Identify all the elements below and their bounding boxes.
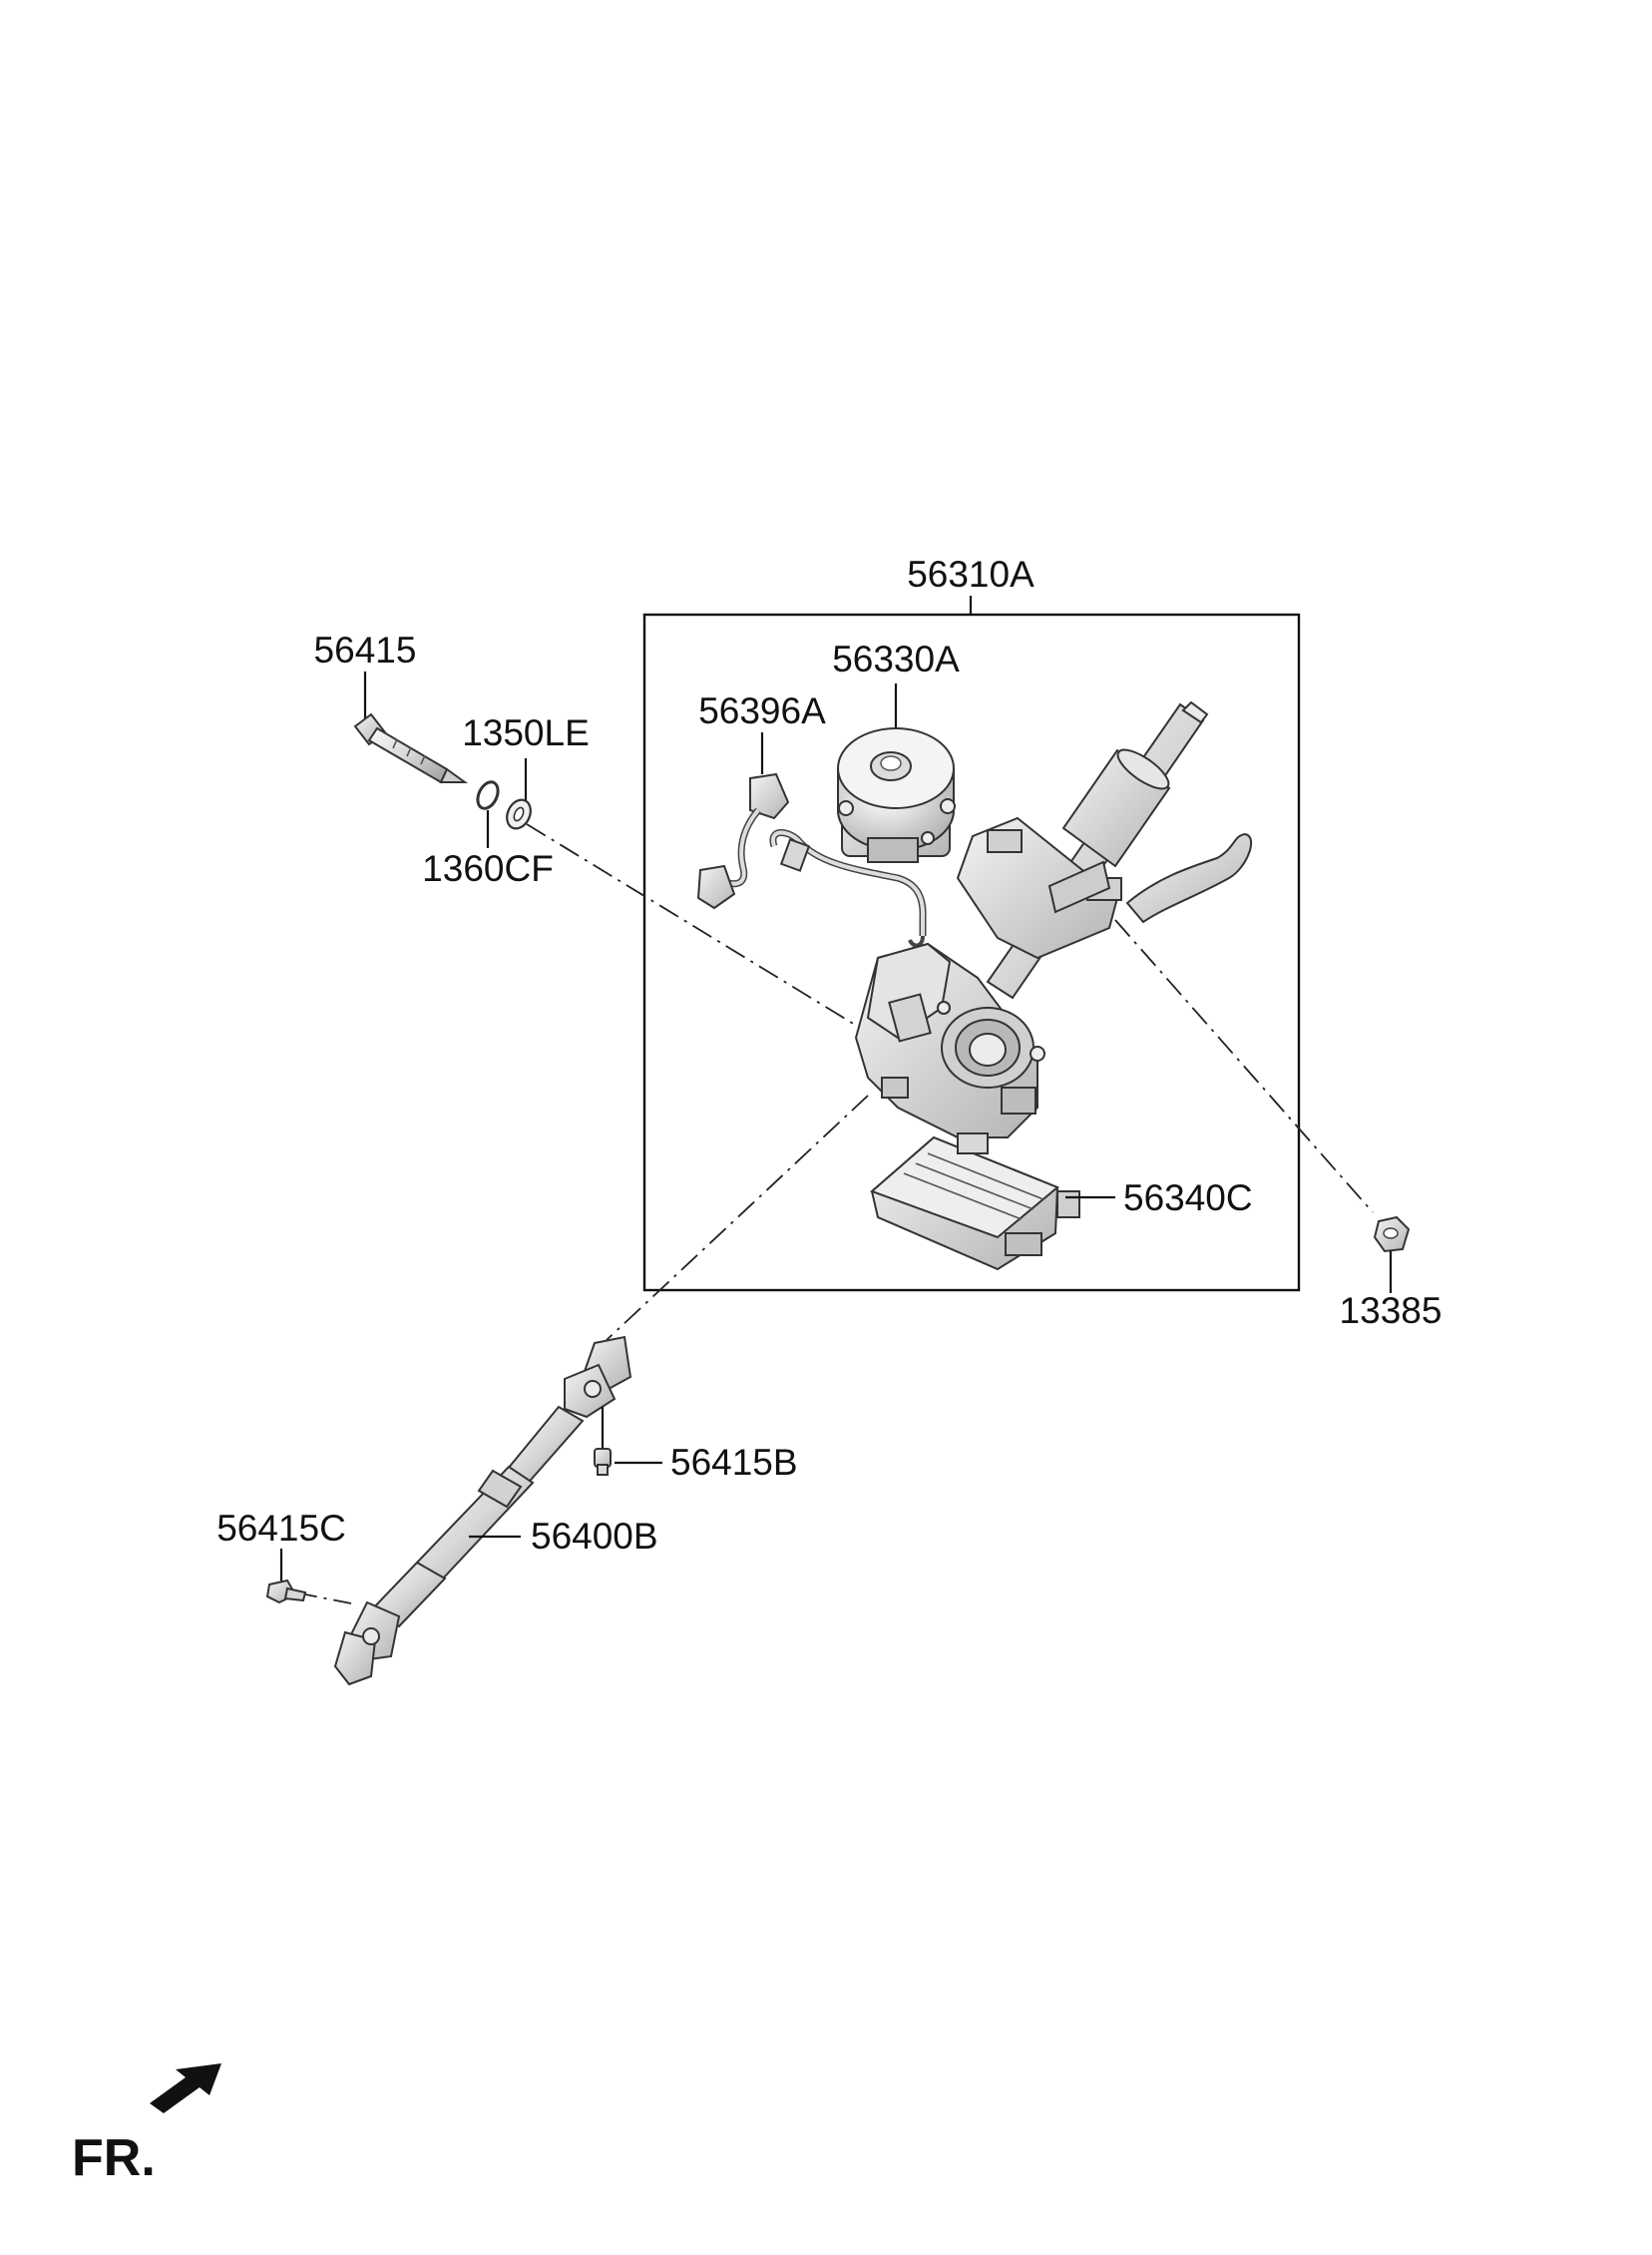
steering-column[interactable] (854, 700, 1253, 1138)
part-label-56400B[interactable]: 56400B (531, 1516, 658, 1557)
part-label-1360CF[interactable]: 1360CF (422, 848, 554, 889)
ring-1360CF[interactable] (474, 779, 502, 848)
control-module-56340C[interactable] (870, 1132, 1115, 1271)
assembly-line-bolt (526, 823, 861, 1029)
part-label-56415[interactable]: 56415 (314, 630, 417, 671)
part-label-1350LE[interactable]: 1350LE (462, 712, 590, 753)
part-label-56340C[interactable]: 56340C (1123, 1177, 1253, 1218)
bolt-56415[interactable] (353, 672, 469, 784)
front-direction-label: FR. (72, 2129, 156, 2187)
intermediate-shaft-56400B[interactable] (333, 1335, 632, 1686)
bolt-56415B[interactable] (594, 1407, 662, 1476)
assembly-line-nut (1114, 919, 1374, 1213)
wiring-harness-56396A[interactable] (696, 732, 927, 948)
part-label-56330A[interactable]: 56330A (832, 639, 960, 679)
part-label-56396A[interactable]: 56396A (698, 690, 826, 731)
part-label-56415C[interactable]: 56415C (216, 1508, 346, 1549)
part-label-13385[interactable]: 13385 (1340, 1290, 1443, 1331)
part-label-56415B[interactable]: 56415B (670, 1442, 798, 1483)
nut-13385[interactable] (1373, 1215, 1411, 1293)
bolt-56415C[interactable] (265, 1549, 307, 1604)
assembly-line-joint (606, 1095, 869, 1341)
front-direction-arrow-icon (150, 2063, 221, 2113)
part-label-56310A[interactable]: 56310A (907, 554, 1034, 595)
motor-56330A[interactable] (837, 683, 956, 863)
washer-1350LE[interactable] (503, 758, 536, 832)
